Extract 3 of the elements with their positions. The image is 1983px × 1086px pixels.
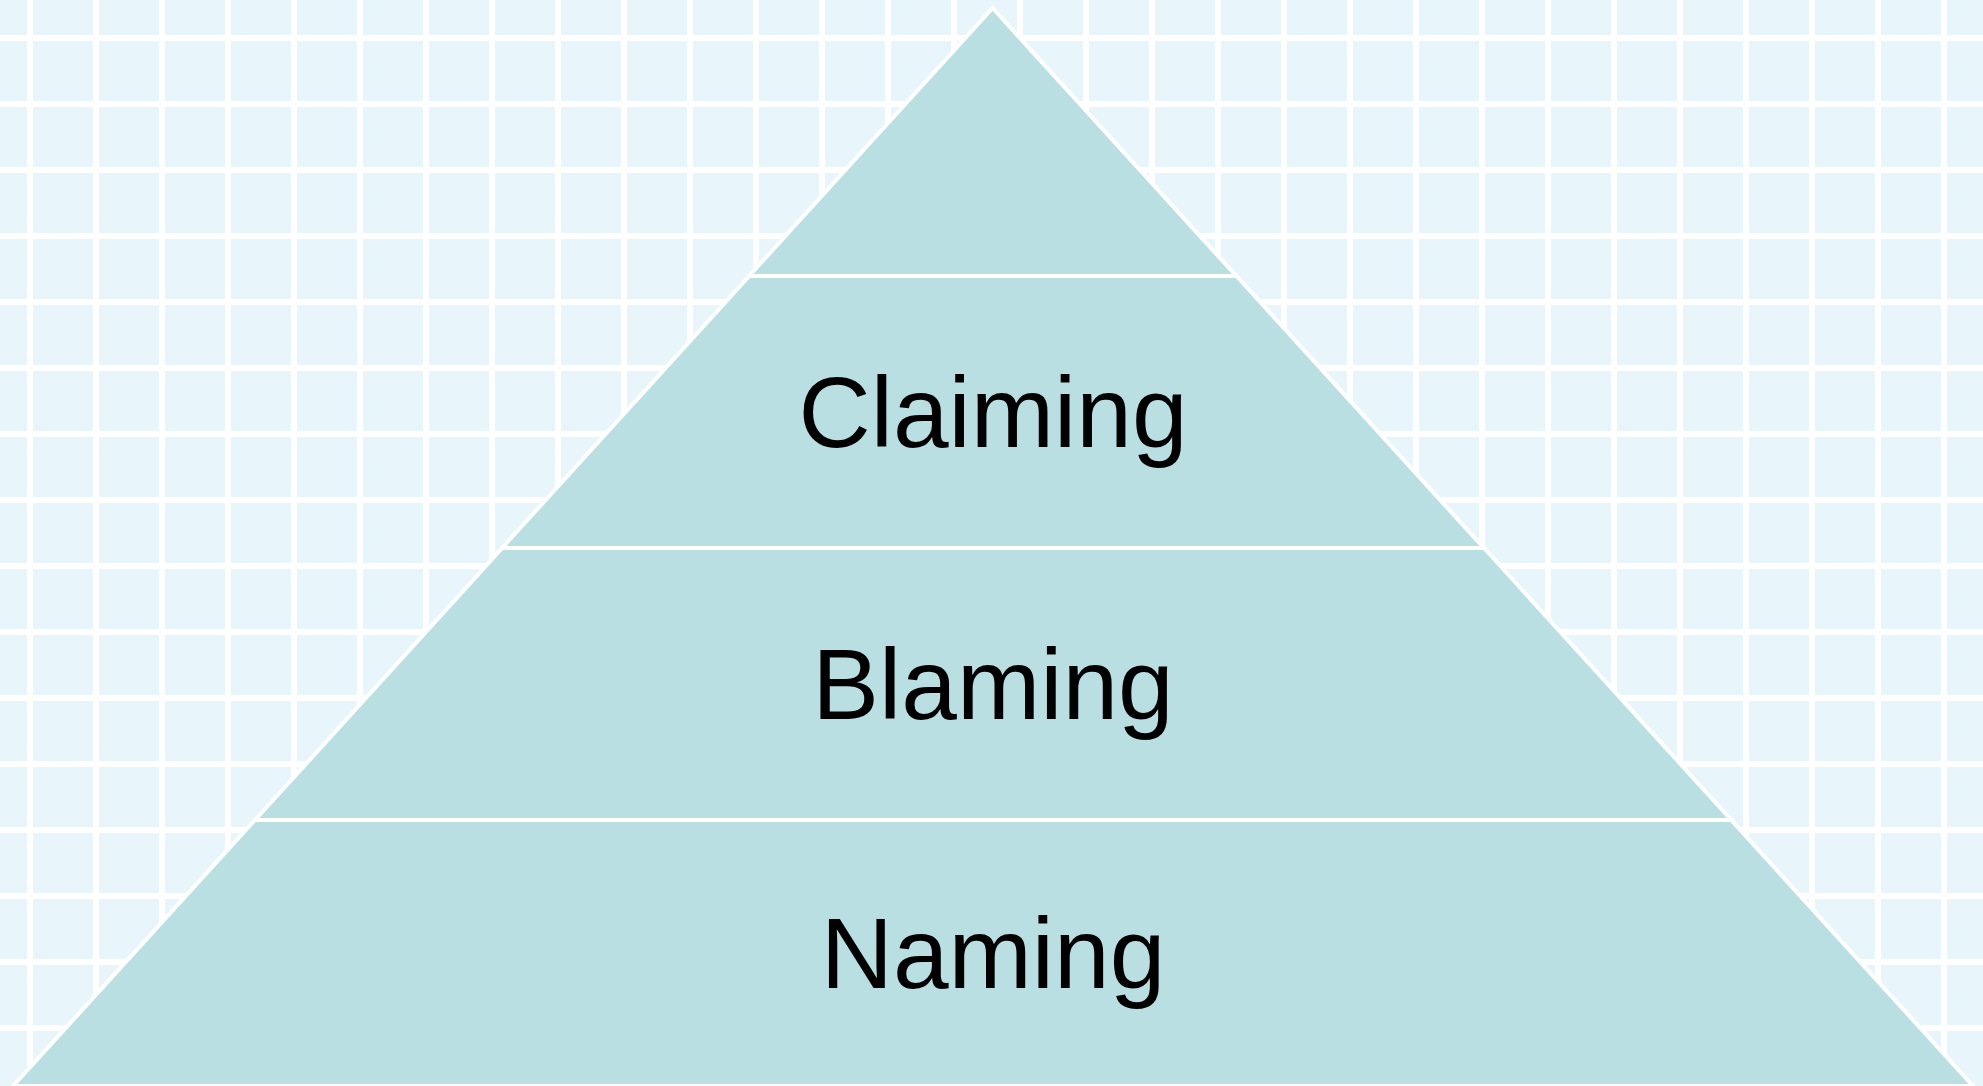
tier-label: Blaming [812, 626, 1174, 742]
tier-label: Claiming [798, 354, 1188, 470]
tier-label: Naming [820, 895, 1166, 1011]
